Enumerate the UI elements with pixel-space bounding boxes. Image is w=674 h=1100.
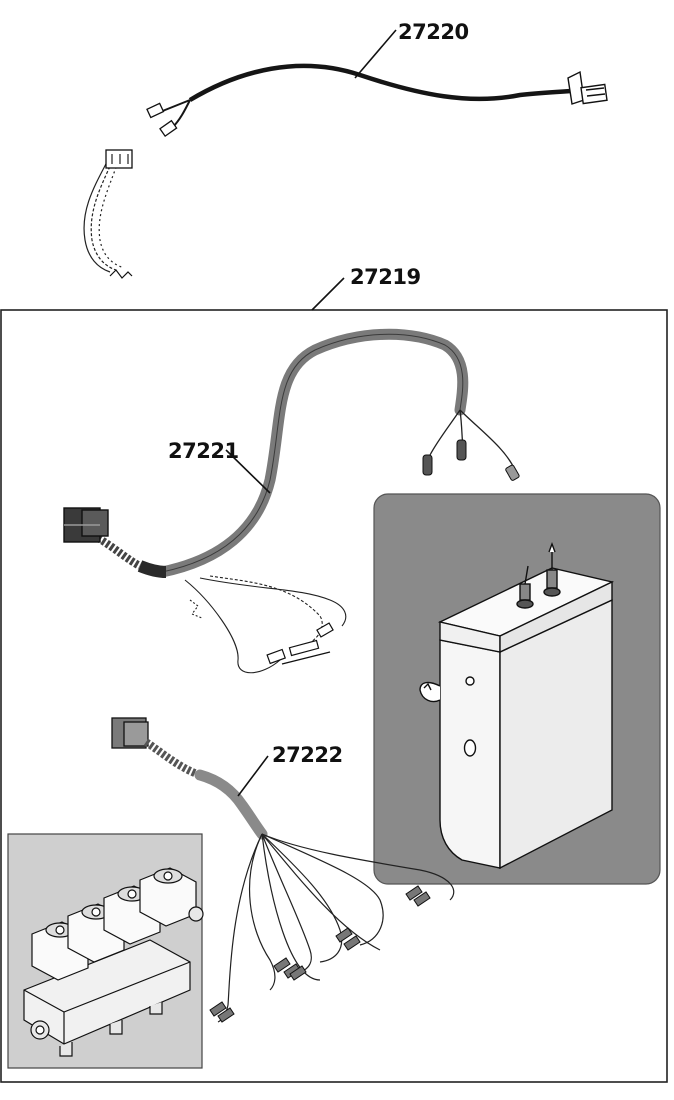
multi-pin-connector [567,70,608,105]
part-label-27220: 27220 [398,20,469,44]
boiler-illustration [419,542,615,870]
cable-27222: 27222 [111,717,455,1023]
valve-coil [139,867,197,927]
valve-panel [7,833,204,1069]
sensor-probe [266,622,334,665]
cable-27221: 27221 [63,328,520,674]
boiler-terminals [516,542,561,609]
spade-connectors [209,885,431,1023]
cable-27221-connector [63,507,109,543]
spade-connector [146,102,178,138]
end-terminals [422,439,520,481]
cable-27220: 27220 [83,20,608,279]
cable-27222-connector [111,717,149,749]
kit-frame [0,309,668,1083]
kit-27219: 27219 [0,265,668,1083]
boiler-panel [373,493,661,885]
thin-harness [83,149,133,279]
solenoid-valve-block [23,867,204,1057]
part-label-27219: 27219 [350,265,421,289]
part-label-27222: 27222 [272,743,343,767]
part-label-27221: 27221 [168,439,239,463]
